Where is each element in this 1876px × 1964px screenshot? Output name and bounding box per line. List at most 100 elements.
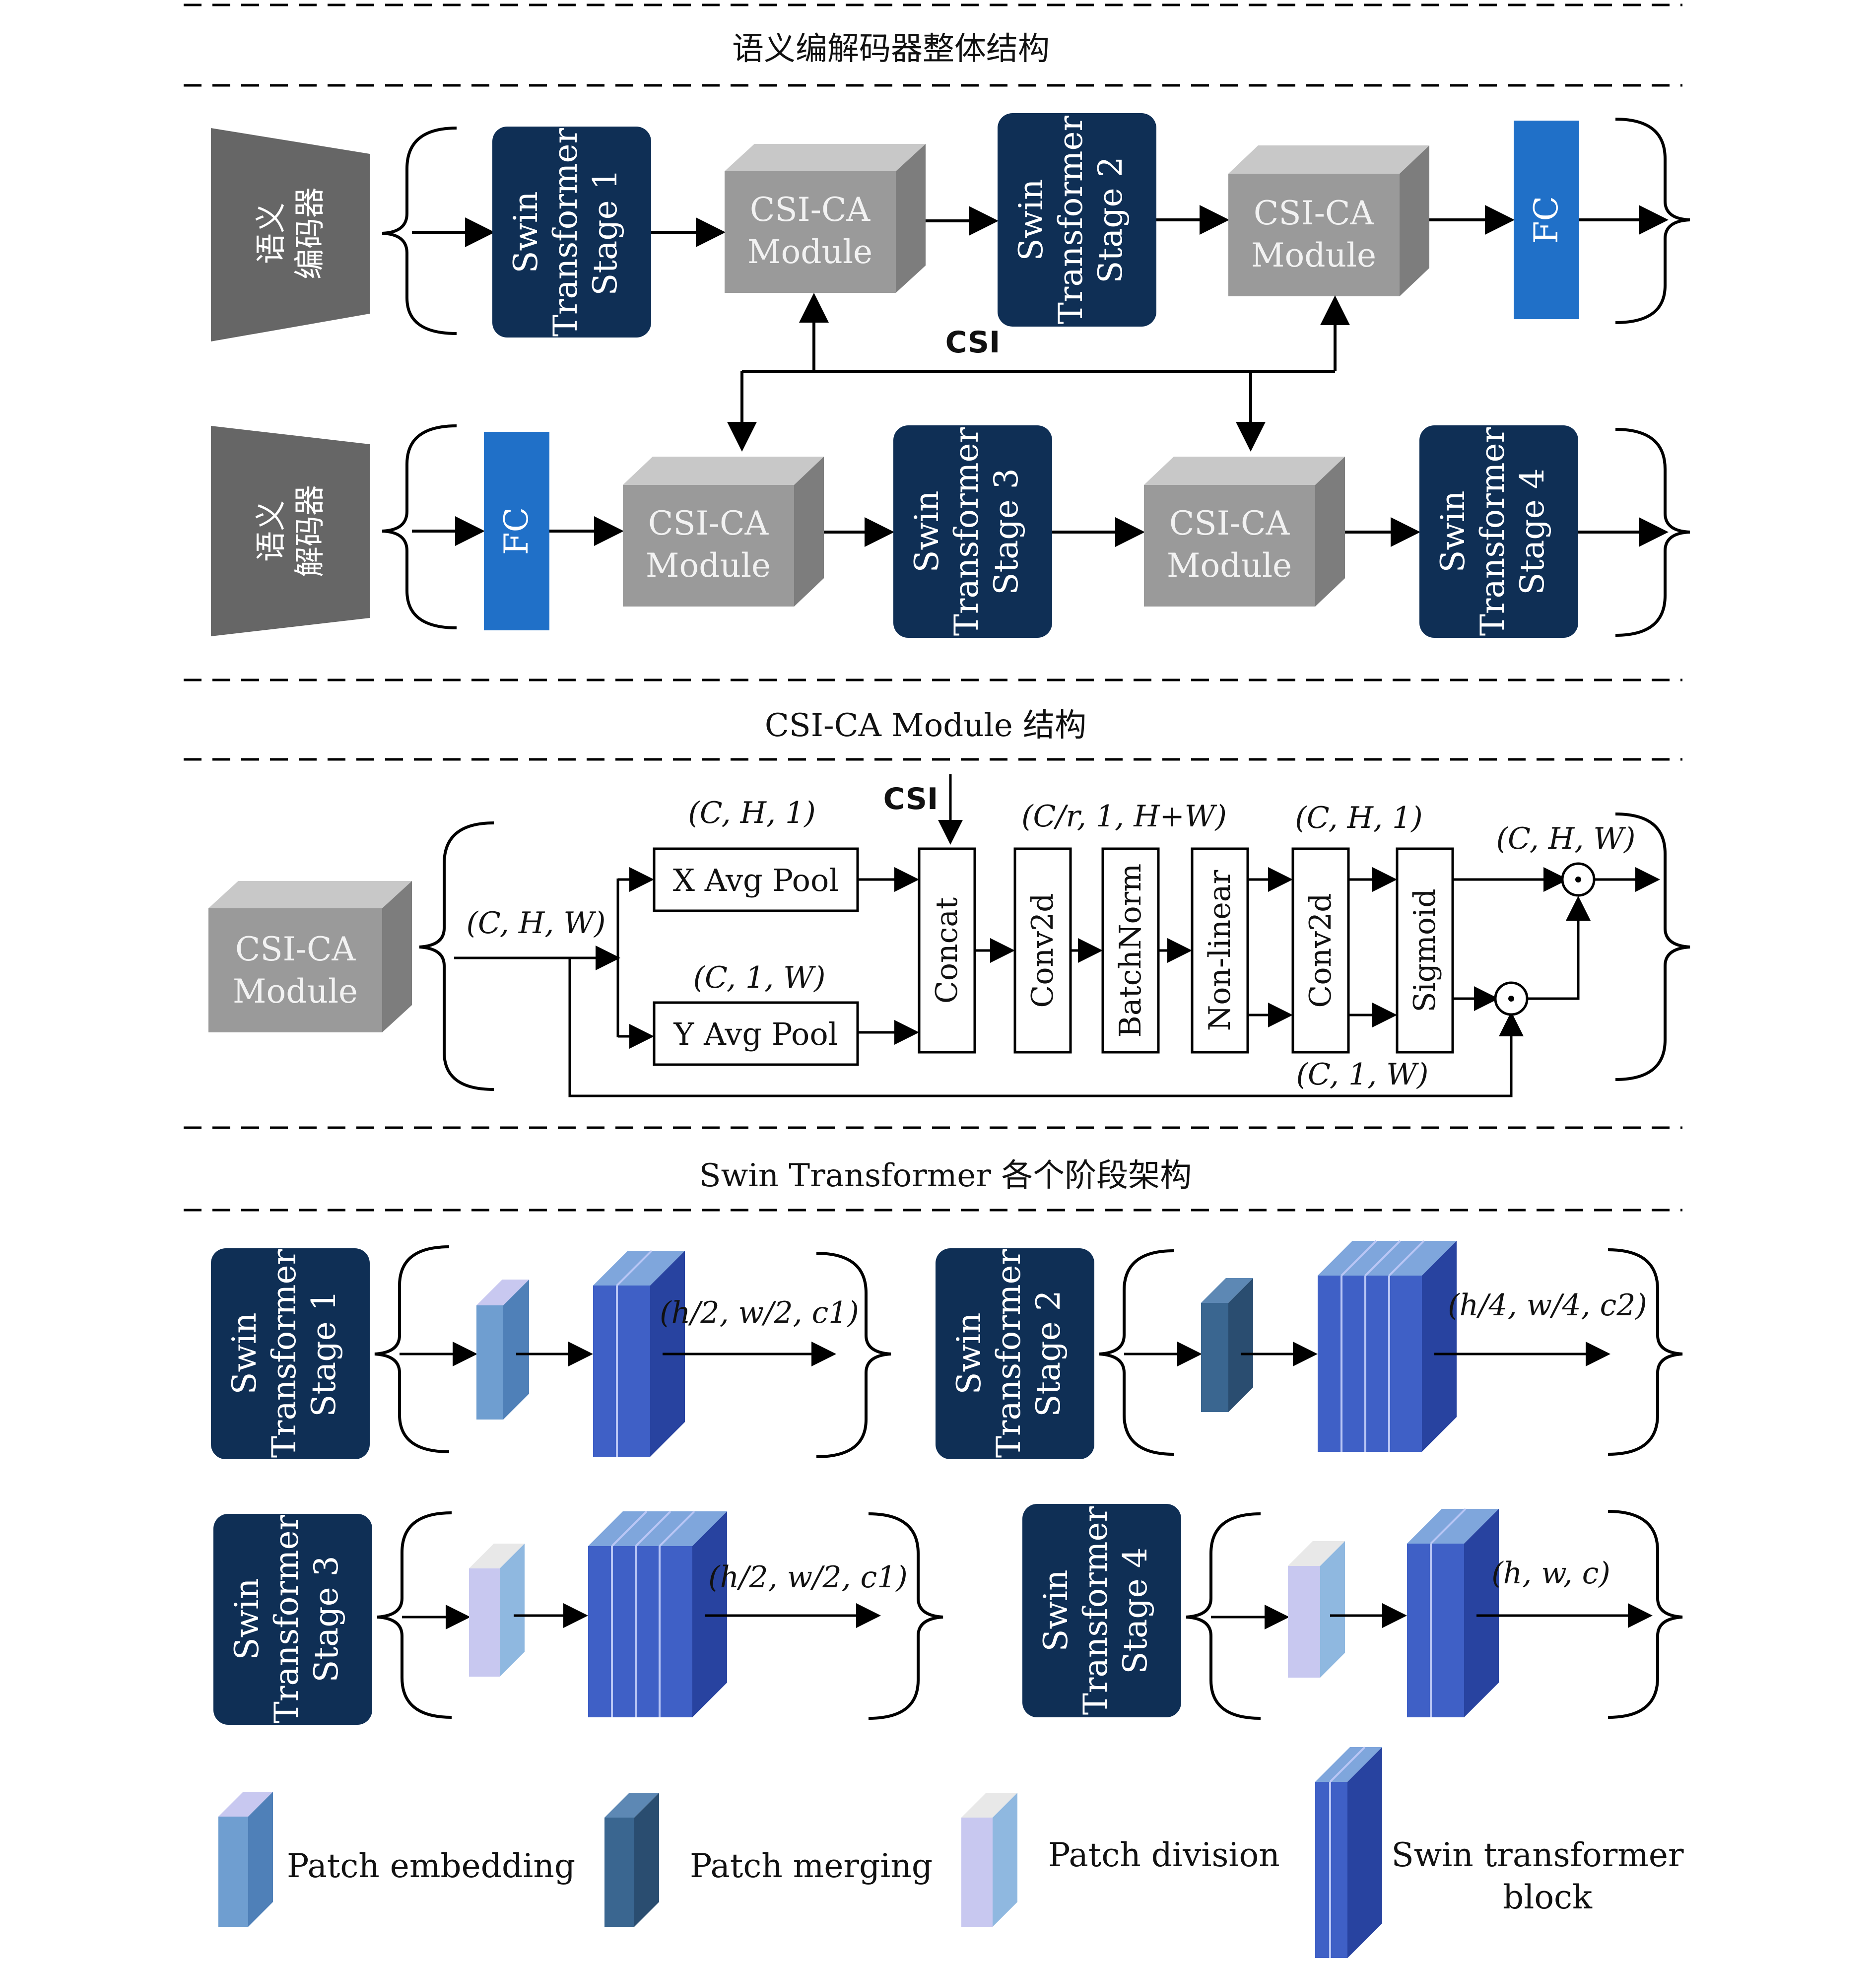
multiply-dot (1508, 996, 1514, 1002)
csica-label: CSI-CA (648, 504, 769, 542)
encoder-label-line2: 编码器 (291, 187, 328, 279)
patch-division-cube (1288, 1541, 1345, 1678)
legend-patch-merging: Patch merging (690, 1847, 933, 1885)
swin-stage2-box (936, 1248, 1094, 1459)
concat-box (918, 847, 976, 1054)
patch-division-cube (469, 1544, 525, 1677)
legend-embedding-icon (218, 1792, 273, 1927)
csica-side (1315, 457, 1345, 607)
stage-label: Stage 3 (987, 468, 1025, 595)
legend-merging-icon (604, 1793, 659, 1927)
csi-input-label: CSI (883, 782, 938, 816)
csica-side (896, 144, 926, 293)
right-brace (816, 1252, 891, 1458)
csica-side (1400, 145, 1429, 296)
transformer-label: Transformer (1474, 427, 1512, 636)
csica-top (208, 881, 412, 908)
nonlinear-label: Non-linear (1203, 870, 1237, 1031)
csica-side (794, 457, 824, 607)
swin-label: Swin (1434, 490, 1472, 572)
legend-swin-block-line2: block (1503, 1878, 1593, 1916)
left-brace (382, 424, 457, 629)
csica-top (623, 457, 824, 485)
csica-top (1144, 457, 1345, 485)
sigmoid-label: Sigmoid (1407, 888, 1442, 1012)
legend: Patch embedding Patch merging Patch divi… (218, 1746, 1684, 1958)
csica-block (208, 908, 382, 1032)
arrow (1527, 896, 1591, 1000)
stage-label: Stage 2 (1029, 1290, 1068, 1417)
left-brace (1099, 1249, 1174, 1456)
stage4-dim: (h, w, c) (1491, 1556, 1610, 1591)
y-avg-pool-label: Y Avg Pool (673, 1016, 838, 1052)
stage-label: Stage 2 (1091, 156, 1130, 283)
fc-label: FC (497, 507, 536, 555)
legend-swin-block-line1: Swin transformer (1391, 1836, 1683, 1874)
csica-side (382, 881, 412, 1032)
section-title-swin: Swin Transformer 各个阶段架构 (699, 1157, 1192, 1194)
module-label: Module (1167, 546, 1292, 585)
left-brace (419, 821, 494, 1091)
swin-stage2-box (998, 113, 1156, 327)
conv2d-label: Conv2d (1303, 893, 1338, 1008)
csica-module-3 (623, 485, 794, 607)
swin-label: Swin (228, 1578, 266, 1660)
fc-box-bottom (484, 432, 549, 630)
swin-stage4-box (1022, 1504, 1181, 1717)
legend-patch-embedding: Patch embedding (287, 1847, 575, 1885)
swin-block-stack-3 (588, 1510, 727, 1717)
patch-embedding-cube (476, 1280, 529, 1420)
transformer-label: Transformer (990, 1249, 1028, 1458)
stage2-dim: (h/4, w/4, c2) (1448, 1288, 1647, 1323)
out-dim: (C, H, W) (1496, 821, 1636, 856)
y-avg-pool-box (653, 1001, 859, 1066)
transformer-label: Transformer (1052, 115, 1090, 324)
module-label: Module (233, 972, 358, 1011)
fc-label: FC (1527, 196, 1565, 244)
transformer-label: Transformer (546, 128, 585, 337)
swin-stage1-box (211, 1248, 370, 1459)
left-brace (377, 1511, 452, 1719)
fc-box-top (1514, 121, 1579, 319)
right-brace (1615, 813, 1690, 1081)
decoder-label-line1: 语义 (253, 500, 289, 562)
right-brace (1615, 118, 1690, 324)
y-pool-dim: (C, 1, W) (693, 960, 826, 995)
section-swin: Swin Transformer 各个阶段架构 Swin Transformer… (184, 1126, 1683, 1725)
stage-label: Stage 4 (1513, 468, 1551, 595)
left-brace (1186, 1512, 1261, 1720)
module-label: Module (646, 546, 771, 585)
multiply-dot (1575, 877, 1581, 882)
csica-top (1228, 145, 1429, 174)
conv2d-2-box (1291, 847, 1350, 1054)
transformer-label: Transformer (1076, 1506, 1115, 1715)
batchnorm-label: BatchNorm (1113, 864, 1148, 1037)
input-dim: (C, H, W) (467, 906, 606, 941)
swin-label: Swin (1012, 179, 1050, 261)
right-brace (1608, 1248, 1683, 1456)
swin-stage4-box (1419, 425, 1578, 638)
x-pool-dim: (C, H, 1) (688, 796, 815, 830)
stage-label: Stage 4 (1116, 1547, 1154, 1674)
swin-stage3-box (213, 1514, 372, 1725)
right-brace (868, 1512, 943, 1720)
out-w-dim: (C, 1, W) (1296, 1057, 1429, 1092)
csi-bus-label: CSI (945, 325, 1001, 360)
transformer-label: Transformer (268, 1514, 306, 1723)
x-avg-pool-label: X Avg Pool (673, 862, 839, 898)
left-brace (382, 127, 457, 335)
decoder-label-line2: 解码器 (291, 485, 328, 577)
out-h-dim: (C, H, 1) (1295, 801, 1422, 835)
mid-dim: (C/r, 1, H+W) (1021, 799, 1227, 834)
swin-stage3-box (893, 425, 1052, 638)
swin-label: Swin (950, 1312, 988, 1394)
stage-label: Stage 1 (305, 1290, 343, 1417)
transformer-label: Transformer (947, 427, 986, 636)
encoder-trapezoid (211, 128, 370, 341)
section-title-csica: CSI-CA Module 结构 (765, 707, 1086, 744)
right-brace (1615, 428, 1690, 637)
stage1-dim: (h/2, w/2, c1) (660, 1295, 859, 1330)
swin-stage1-box (492, 127, 651, 338)
left-brace (374, 1245, 450, 1453)
